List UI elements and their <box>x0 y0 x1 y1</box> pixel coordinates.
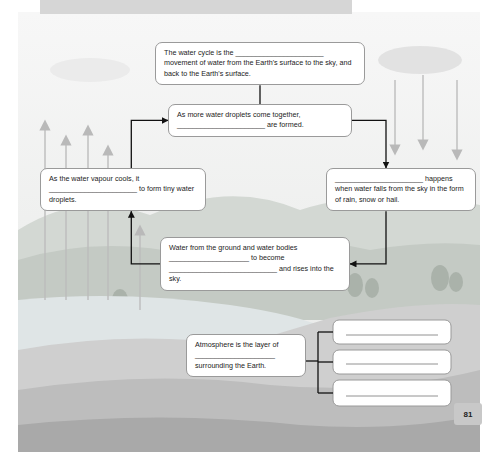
box-text: Water from the ground and water bodies _… <box>169 243 341 285</box>
sky <box>18 12 480 452</box>
page-tab <box>454 403 482 425</box>
box-text: Atmosphere is the layer of _____________… <box>195 340 297 371</box>
atmosphere-box: Atmosphere is the layer of _____________… <box>186 334 306 377</box>
cooling-box: As the water vapour cools, it __________… <box>40 168 206 211</box>
cycle-arrow <box>259 85 260 104</box>
cycle-arrow <box>131 120 168 168</box>
top-band <box>40 0 352 14</box>
box-text: The water cycle is the _________________… <box>164 48 356 79</box>
box-text: ______________________ happens when wate… <box>335 174 467 205</box>
box-text: As the water vapour cools, it __________… <box>49 174 197 205</box>
cycle-arrow <box>131 211 160 264</box>
cycle-arrow <box>352 120 386 168</box>
cycle-arrow <box>350 211 386 264</box>
box-text: As more water droplets come together, __… <box>177 110 343 131</box>
bracket <box>306 332 333 393</box>
condensation-box: As more water droplets come together, __… <box>168 104 352 137</box>
definition-box: The water cycle is the _________________… <box>155 42 365 85</box>
evaporation-box: Water from the ground and water bodies _… <box>160 237 350 291</box>
page-number: 81 <box>464 410 473 419</box>
answer-boxes <box>333 320 451 406</box>
precipitation-box: ______________________ happens when wate… <box>326 168 476 211</box>
